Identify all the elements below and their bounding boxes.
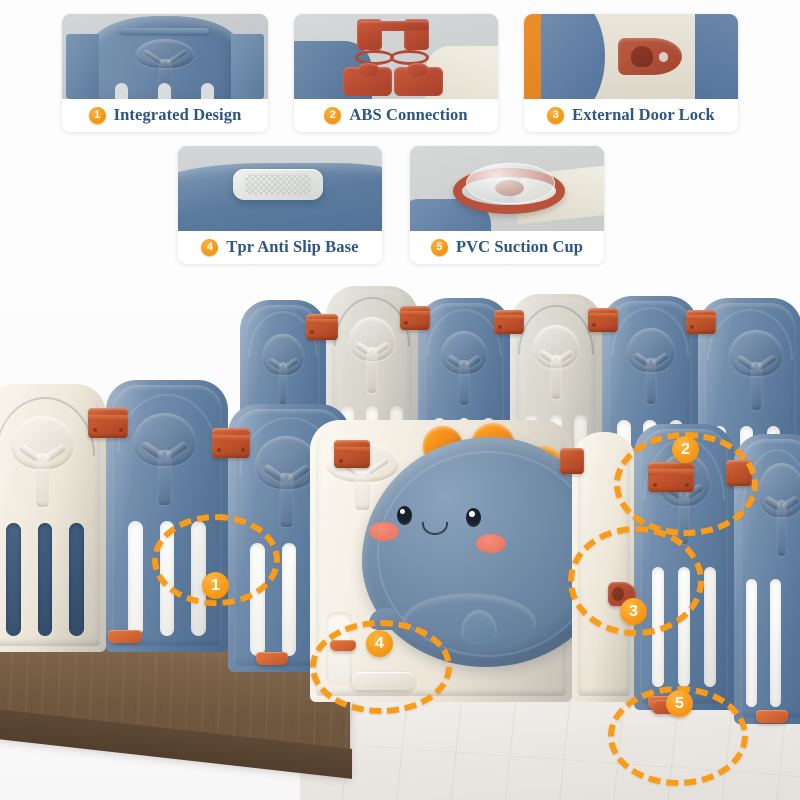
feature-card-external-door-lock[interactable]: 3 External Door Lock <box>524 14 738 132</box>
feature-badge-1: 1 <box>88 106 106 124</box>
feature-card-tpr-anti-slip-base[interactable]: 4 Tpr Anti Slip Base <box>178 146 382 264</box>
feature-caption-external-door-lock: 3 External Door Lock <box>524 98 738 132</box>
callout-ring-2 <box>614 432 758 536</box>
dino-mouth <box>421 522 448 536</box>
abs-connector-back-1 <box>306 314 338 340</box>
dino-cheek-right <box>476 533 507 553</box>
callout-4[interactable]: 4 <box>310 620 452 714</box>
abs-connector-front-2 <box>212 428 250 458</box>
feature-label-4: Tpr Anti Slip Base <box>226 237 359 257</box>
callout-5[interactable]: 5 <box>608 686 748 786</box>
abs-connector-back-3 <box>494 310 524 334</box>
feature-label-3: External Door Lock <box>572 105 715 125</box>
product-scene: 1 2 3 4 5 <box>0 262 800 800</box>
dino-eye-right <box>466 508 482 528</box>
callout-number-4: 4 <box>366 630 393 657</box>
feature-card-strip: 1 Integrated Design 2 AB <box>0 0 800 275</box>
abs-connector-front-5 <box>560 448 584 474</box>
abs-connector-back-2 <box>400 306 430 330</box>
abs-connector-front-1 <box>88 408 128 438</box>
dino-eye-left <box>396 506 412 525</box>
feature-label-5: PVC Suction Cup <box>455 237 584 257</box>
feature-photo-pvc-suction-cup <box>410 146 604 231</box>
abs-connector-back-4 <box>588 308 618 332</box>
abs-connector-back-5 <box>686 310 716 334</box>
feature-card-pvc-suction-cup[interactable]: 5 PVC Suction Cup <box>410 146 604 264</box>
feature-caption-integrated-design: 1 Integrated Design <box>62 98 268 132</box>
callout-1[interactable]: 1 <box>152 514 280 606</box>
feature-label-1: Integrated Design <box>113 105 242 125</box>
tpr-base-foot-1 <box>108 630 142 643</box>
callout-number-5: 5 <box>666 690 693 717</box>
callout-ring-4 <box>310 620 452 714</box>
callout-number-1: 1 <box>202 572 229 599</box>
callout-ring-3 <box>568 526 704 636</box>
tpr-base-foot-2 <box>256 652 288 665</box>
callout-2[interactable]: 2 <box>614 432 758 536</box>
callout-ring-1 <box>152 514 280 606</box>
feature-badge-3: 3 <box>547 106 565 124</box>
feature-badge-4: 4 <box>201 238 219 256</box>
feature-card-abs-connection[interactable]: 2 ABS Connection <box>294 14 498 132</box>
feature-label-2: ABS Connection <box>349 105 468 125</box>
callout-number-2: 2 <box>672 436 699 463</box>
tpr-base-foot-5 <box>756 710 788 723</box>
feature-photo-external-door-lock <box>524 14 738 99</box>
abs-connector-front-3 <box>334 440 370 468</box>
feature-card-integrated-design[interactable]: 1 Integrated Design <box>62 14 268 132</box>
feature-badge-5: 5 <box>430 238 448 256</box>
feature-photo-abs-connection <box>294 14 498 99</box>
feature-caption-tpr-anti-slip-base: 4 Tpr Anti Slip Base <box>178 230 382 264</box>
feature-caption-abs-connection: 2 ABS Connection <box>294 98 498 132</box>
feature-photo-integrated-design <box>62 14 268 99</box>
feature-badge-2: 2 <box>324 106 342 124</box>
dino-tail <box>461 610 498 644</box>
callout-number-3: 3 <box>620 598 647 625</box>
callout-3[interactable]: 3 <box>568 526 704 636</box>
feature-photo-tpr-anti-slip-base <box>178 146 382 231</box>
callout-ring-5 <box>608 686 748 786</box>
feature-caption-pvc-suction-cup: 5 PVC Suction Cup <box>410 230 604 264</box>
dino-cheek-left <box>369 522 400 542</box>
